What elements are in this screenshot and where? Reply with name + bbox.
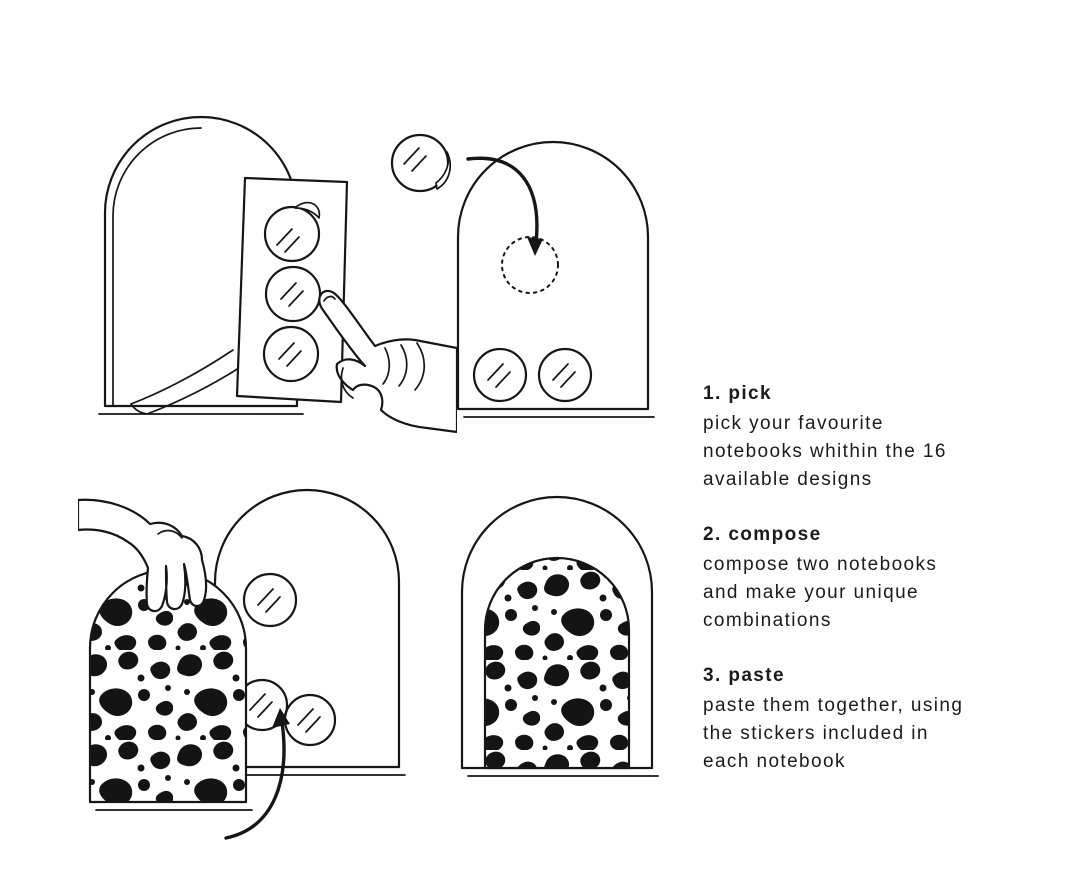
step-pick: 1. pick pick your favourite notebooks wh…: [703, 380, 1023, 494]
paste-drawing: [460, 495, 659, 777]
illustration-place-sticker: [390, 125, 682, 437]
instructions-column: 1. pick pick your favourite notebooks wh…: [703, 380, 1023, 803]
fingernail-line: [323, 295, 336, 302]
step-title: 2. compose: [703, 524, 822, 545]
finger-line: [398, 344, 408, 387]
knuckle-line: [157, 529, 183, 539]
step-line: paste them together, using: [703, 695, 964, 716]
sticker-circle: [264, 265, 322, 323]
peeled-corner: [435, 151, 451, 190]
step-compose: 2. compose compose two notebooks and mak…: [703, 521, 1023, 635]
step-line: and make your unique: [703, 582, 920, 603]
sticker-circle: [472, 347, 528, 403]
hand: [78, 498, 208, 613]
finger-line: [382, 347, 391, 385]
arrowhead: [272, 708, 290, 728]
sticker-circle: [537, 347, 593, 403]
flipped-page-line: [130, 349, 234, 405]
illustration-pick: [85, 98, 457, 438]
illustration-compose: [78, 470, 428, 870]
step-line: compose two notebooks: [703, 554, 938, 575]
illustration-paste: [445, 480, 690, 795]
sticker-circle: [283, 693, 337, 747]
sticker-target-dotted-circle: [501, 236, 559, 294]
step-line: pick your favourite: [703, 413, 884, 434]
pasted-patterned-cover: [483, 556, 631, 770]
step-line: each notebook: [703, 751, 846, 772]
thumb-line: [340, 367, 354, 399]
finger-line: [414, 342, 426, 391]
peeled-corner: [294, 201, 321, 219]
step-line: combinations: [703, 610, 832, 631]
flipped-page-edge: [130, 403, 148, 415]
curved-arrow: [466, 156, 539, 245]
step-paste: 3. paste paste them together, using the …: [703, 662, 1023, 776]
pick-notebook-drawing: [98, 115, 457, 434]
step-line: the stickers included in: [703, 723, 929, 744]
page-inner-contour: [112, 127, 202, 407]
notebook-cover-outline: [456, 140, 650, 411]
compose-drawing: [78, 488, 406, 840]
step-title: 1. pick: [703, 383, 772, 404]
sticker-circle: [263, 205, 321, 263]
arrowhead: [527, 237, 543, 256]
step-line: available designs: [703, 469, 873, 490]
flipped-page-line: [146, 363, 246, 415]
step-title: 3. paste: [703, 665, 785, 686]
sticker-circle: [242, 572, 298, 628]
sticker-circle: [262, 325, 320, 383]
place-sticker-drawing: [390, 133, 655, 418]
curved-arrow: [224, 720, 286, 840]
step-line: notebooks whithin the 16: [703, 441, 947, 462]
